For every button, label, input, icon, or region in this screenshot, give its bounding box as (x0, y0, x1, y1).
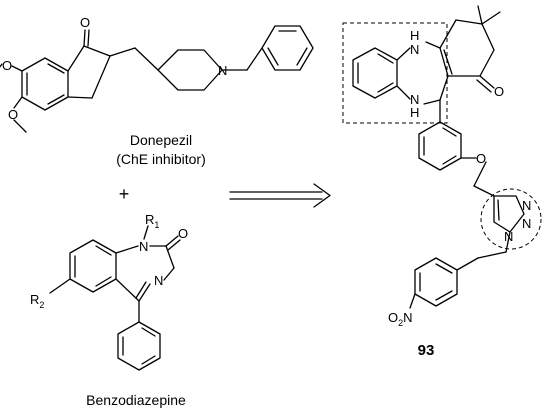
donepezil-methoxy-o-upper: O (2, 58, 12, 73)
compound-93-ether-o: O (476, 151, 486, 166)
donepezil-piperidine-n: N (218, 63, 227, 78)
triazole-highlight (480, 188, 542, 250)
benzodiazepine-r1: R1 (145, 212, 159, 230)
benzodiazepine-carbonyl-o: O (178, 226, 188, 241)
compound-93-nh-top-n: N (410, 42, 419, 57)
benzodiazepine-name: Benzodiazepine (86, 392, 186, 408)
compound-93-nh-bottom-h: H (410, 105, 419, 120)
plus-sign: + (119, 184, 130, 204)
compound-93-triazole-n2: N (522, 216, 531, 231)
compound-93-triazole-n1: N (522, 198, 531, 213)
donepezil-note: (ChE inhibitor) (116, 151, 205, 167)
benzodiazepine-n4: N (154, 273, 163, 288)
donepezil-methoxy-o-lower: O (8, 107, 18, 122)
compound-93-label: 93 (418, 342, 435, 359)
donepezil-structure (0, 25, 314, 133)
compound-93-nh-top-h: H (410, 28, 419, 43)
compound-93-nitro: O2N (388, 310, 413, 328)
retrosynthesis-arrow (229, 183, 331, 208)
compound-93-triazole-n3: N (504, 229, 513, 244)
donepezil-name: Donepezil (130, 132, 192, 148)
compound-93-ketone-o: O (494, 84, 504, 99)
benzodiazepine-r2: R2 (30, 292, 44, 310)
benzodiazepine-n1: N (139, 239, 148, 254)
compound-93-structure (342, 5, 542, 309)
compound-93-nh-bottom-n: N (410, 92, 419, 107)
benzodiazepine-structure (49, 225, 181, 371)
donepezil-ketone-o: O (80, 15, 90, 30)
